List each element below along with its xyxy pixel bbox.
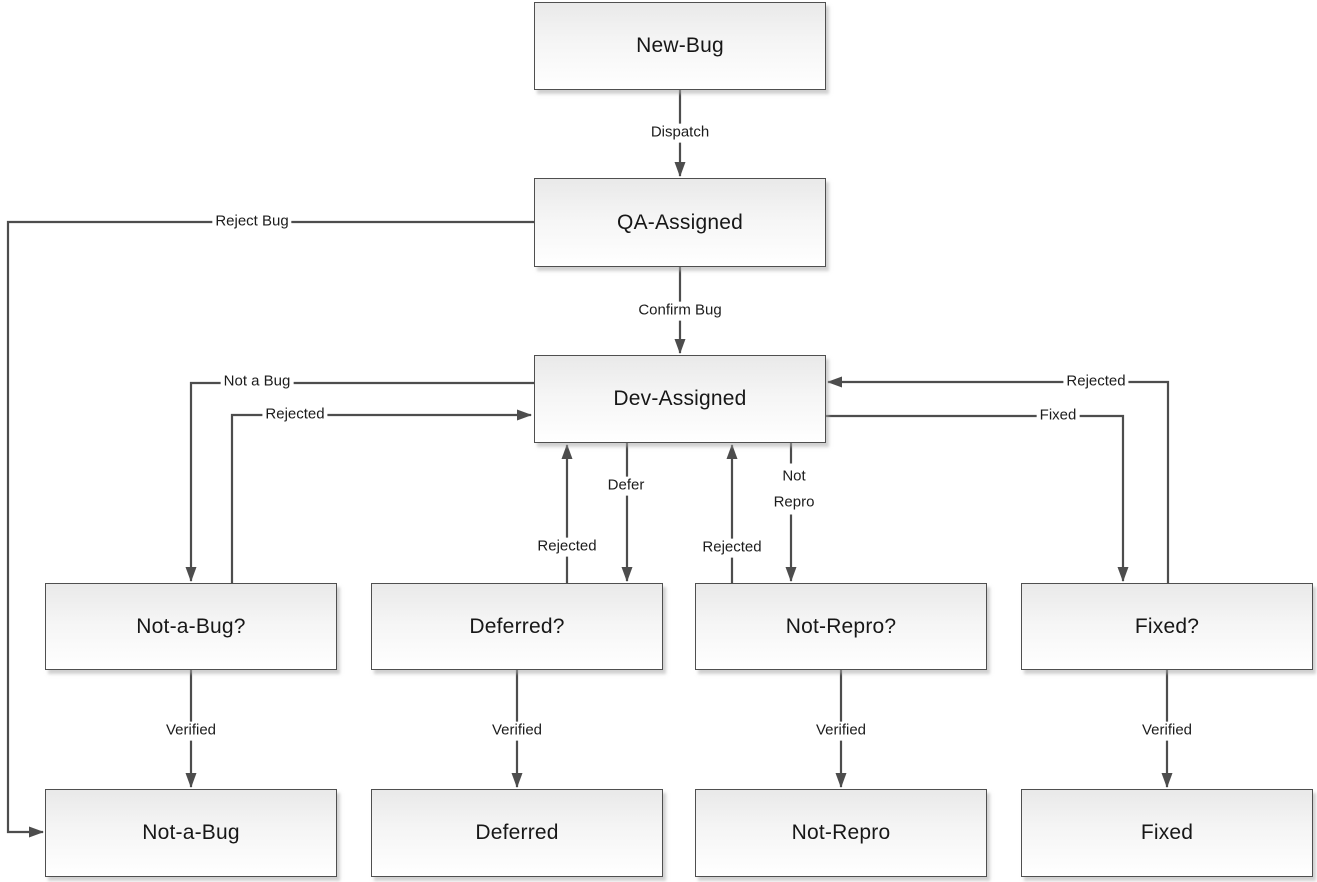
node-fixed: Fixed (1021, 789, 1313, 877)
edge-label-reject-bug: Reject Bug (212, 212, 292, 232)
node-new-bug-label: New-Bug (636, 34, 724, 57)
node-new-bug: New-Bug (534, 2, 826, 90)
node-fixed-question: Fixed? (1021, 583, 1313, 670)
edge-label-defer: Defer (604, 476, 648, 496)
node-not-repro: Not-Repro (695, 789, 987, 877)
edge-rejected-from-not-a-bug (230, 409, 532, 583)
edge-label-fixed: Fixed (1036, 406, 1080, 426)
node-deferred-label: Deferred (475, 821, 559, 844)
node-deferred: Deferred (371, 789, 663, 877)
node-deferred-question-label: Deferred? (469, 614, 565, 638)
node-not-a-bug-question-label: Not-a-Bug? (136, 614, 246, 638)
edge-label-rejected-from-deferred: Rejected (534, 537, 600, 557)
edge-label-rejected-from-not-a-bug: Rejected (262, 405, 328, 425)
edge-rejected-from-fixed (827, 376, 1170, 583)
node-not-repro-label: Not-Repro (791, 821, 891, 844)
node-not-repro-question: Not-Repro? (695, 583, 987, 670)
edge-label-dispatch: Dispatch (647, 123, 713, 143)
node-dev-assigned: Dev-Assigned (534, 355, 826, 443)
node-not-a-bug: Not-a-Bug (45, 789, 337, 877)
node-deferred-question: Deferred? (371, 583, 663, 670)
edge-not-a-bug (185, 381, 534, 582)
edge-label-verified-not-a-bug: Verified (162, 721, 220, 741)
edge-reject-bug (6, 220, 534, 838)
node-qa-assigned: QA-Assigned (534, 178, 826, 267)
edge-label-verified-not-repro: Verified (812, 721, 870, 741)
node-not-a-bug-label: Not-a-Bug (142, 821, 240, 844)
edge-label-not-a-bug: Not a Bug (220, 372, 294, 392)
node-dev-assigned-label: Dev-Assigned (613, 387, 747, 410)
node-fixed-label: Fixed (1140, 821, 1194, 844)
node-not-a-bug-question: Not-a-Bug? (45, 583, 337, 670)
edge-label-rejected-from-not-repro: Rejected (699, 538, 765, 558)
edge-fixed (826, 414, 1129, 582)
edge-label-not-repro: Not Repro (768, 463, 820, 515)
node-not-repro-question-label: Not-Repro? (785, 614, 897, 638)
node-fixed-question-label: Fixed? (1134, 614, 1200, 638)
edge-label-verified-fixed: Verified (1138, 721, 1196, 741)
edge-label-rejected-from-fixed: Rejected (1063, 372, 1129, 392)
edge-label-verified-deferred: Verified (488, 721, 546, 741)
edge-label-confirm-bug: Confirm Bug (635, 301, 725, 321)
node-qa-assigned-label: QA-Assigned (617, 210, 743, 234)
